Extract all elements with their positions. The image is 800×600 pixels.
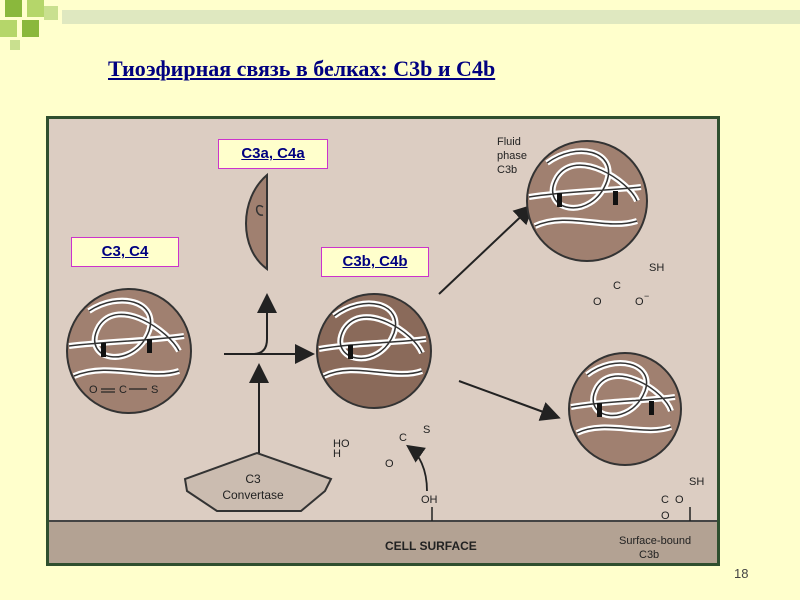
svg-text:C: C (399, 432, 407, 444)
svg-text:O: O (593, 296, 602, 308)
svg-text:SH: SH (649, 262, 664, 274)
svg-text:Fluid: Fluid (497, 136, 521, 148)
release-arrow (252, 293, 277, 355)
cell-surface-label: CELL SURFACE (385, 539, 477, 553)
svg-text:H: H (333, 448, 341, 460)
cell-surface-band (49, 521, 717, 563)
svg-text:O: O (635, 296, 644, 308)
fluid-phase-c3b (526, 140, 648, 262)
svg-text:Surface-bound: Surface-bound (619, 535, 691, 547)
label-c3-c4: C3, C4 (71, 237, 179, 267)
c3-convertase (183, 451, 333, 512)
label-c3b-c4b: C3b, C4b (321, 247, 429, 277)
svg-text:phase: phase (497, 150, 527, 162)
corner-decoration (0, 0, 800, 50)
svg-text:O: O (385, 458, 394, 470)
svg-text:Convertase: Convertase (222, 488, 284, 502)
fluid-phase-arrow (438, 204, 534, 295)
svg-text:C3b: C3b (497, 164, 517, 176)
slide-title: Тиоэфирная связь в белках: C3b и C4b (108, 56, 496, 81)
svg-text:−: − (644, 291, 649, 301)
c3b-protein (316, 293, 432, 409)
svg-text:O: O (89, 384, 98, 396)
svg-text:C3b: C3b (639, 549, 659, 561)
svg-text:S: S (151, 384, 158, 396)
svg-text:C: C (119, 384, 127, 396)
c3a-fragment (245, 172, 268, 271)
figure-panel: CELL SURFACE O C S C3 Convertase (46, 116, 720, 566)
svg-text:O: O (675, 494, 684, 506)
c3-protein: O C S (66, 288, 192, 414)
label-c3a-c4a: C3a, C4a (218, 139, 328, 169)
svg-text:O: O (661, 510, 670, 522)
svg-text:OH: OH (421, 494, 438, 506)
complement-diagram: CELL SURFACE O C S C3 Convertase (49, 136, 717, 563)
svg-text:HO: HO (333, 438, 350, 450)
svg-text:SH: SH (689, 476, 704, 488)
svg-text:C3: C3 (245, 472, 261, 486)
surface-bound-c3b (568, 352, 682, 466)
svg-text:C: C (613, 280, 621, 292)
page-number: 18 (734, 566, 749, 581)
surface-arrow (458, 380, 561, 421)
svg-text:S: S (423, 424, 430, 436)
svg-text:C: C (661, 494, 669, 506)
